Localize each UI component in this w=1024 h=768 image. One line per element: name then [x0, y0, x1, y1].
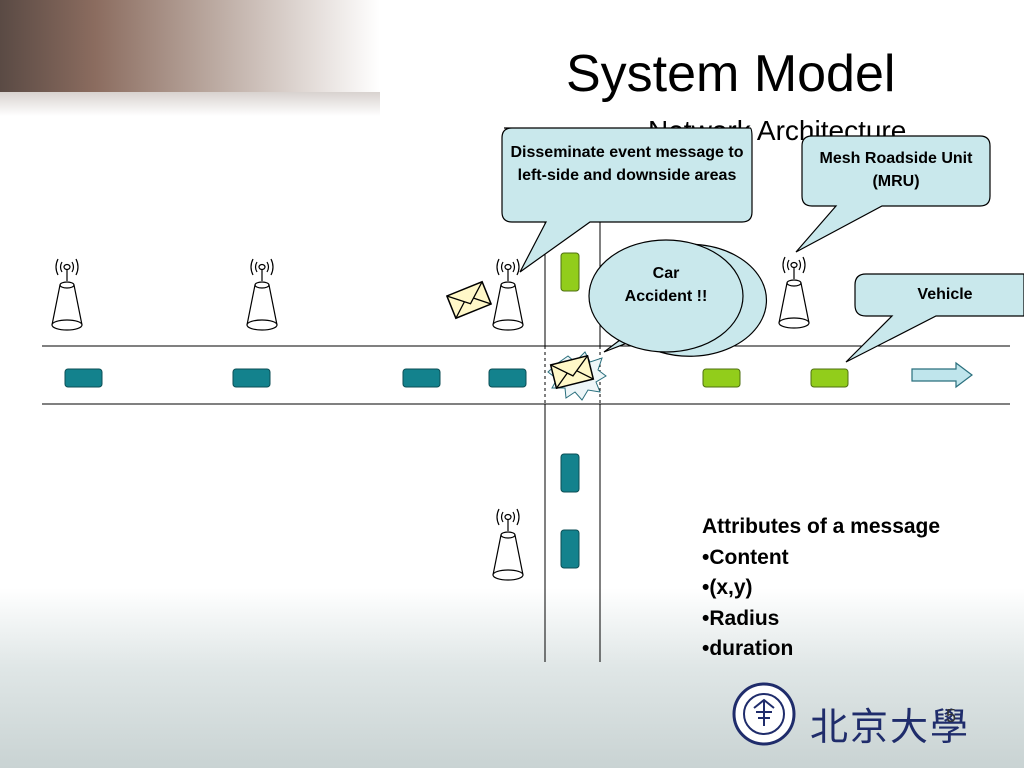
direction-arrow-icon — [911, 361, 973, 389]
callout-disseminate-shape — [501, 127, 753, 273]
university-seal-icon — [732, 682, 796, 746]
antenna-tower-icon — [492, 258, 524, 331]
attribute-item: •duration — [702, 637, 794, 660]
callout-disseminate: Disseminate event message to left-side a… — [510, 144, 744, 184]
attribute-item: •Content — [702, 545, 789, 569]
callout-mru: Mesh Roadside Unit (MRU) — [819, 150, 973, 190]
attributes-heading: Attributes of a message — [702, 515, 941, 538]
slide-title: System Model — [566, 45, 896, 103]
vehicle-teal — [232, 368, 271, 388]
antenna-tower-icon — [492, 508, 524, 581]
university-logo-text: 北京大學 — [810, 705, 971, 749]
page-number: 5 — [946, 706, 957, 726]
vehicle-teal — [402, 368, 441, 388]
message-attributes: Attributes of a message •Content •(x,y) … — [702, 512, 940, 665]
footer-photo — [0, 588, 1024, 768]
vehicle-green — [810, 368, 849, 388]
callout-accident: Car Accident !! — [624, 265, 708, 305]
vehicle-teal — [488, 368, 527, 388]
vehicle-teal — [560, 453, 580, 493]
vehicle-teal — [64, 368, 103, 388]
attribute-item: •Radius — [702, 606, 780, 630]
antenna-tower-icon — [778, 256, 810, 329]
vehicle-green — [702, 368, 741, 388]
header-photo — [0, 0, 380, 116]
envelope-icon — [446, 281, 492, 319]
antenna-tower-icon — [51, 258, 83, 331]
callout-vehicle: Vehicle — [917, 286, 973, 303]
callout-mru-shape — [795, 135, 991, 253]
attribute-item: •(x,y) — [702, 576, 753, 599]
antenna-tower-icon — [246, 258, 278, 331]
vehicle-green — [560, 252, 580, 292]
vehicle-teal — [560, 529, 580, 569]
callout-vehicle-shape — [845, 273, 1024, 363]
